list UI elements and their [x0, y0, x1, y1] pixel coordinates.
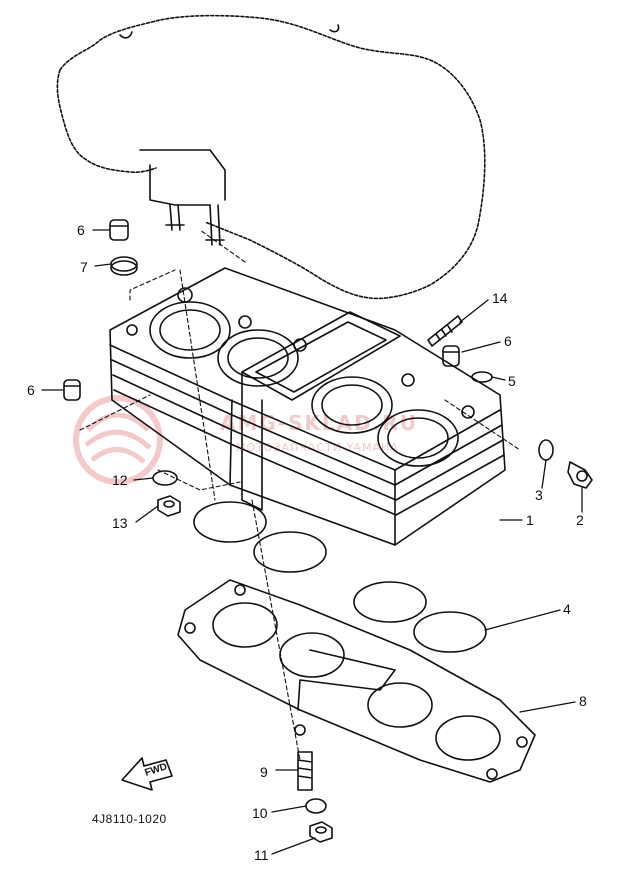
dowel-pin-upper	[109, 219, 129, 241]
callout-6-left: 6	[27, 382, 35, 398]
o-ring-small-right	[471, 371, 493, 383]
stud-bolt-upper	[427, 315, 463, 347]
callout-1: 1	[526, 512, 534, 528]
watermark-logo-ring	[73, 395, 163, 485]
callout-6-upper: 6	[77, 222, 85, 238]
callout-3: 3	[535, 487, 543, 503]
callout-10: 10	[252, 805, 268, 821]
callout-6-right: 6	[504, 333, 512, 349]
watermark: AMG-SKLAD.RU МОТОЗАПЧАСТИ YAMAHA	[73, 395, 416, 485]
callout-2: 2	[576, 512, 584, 528]
washer-right	[538, 439, 554, 461]
o-ring-4	[413, 611, 487, 653]
callout-14: 14	[492, 290, 508, 306]
o-ring-3	[353, 581, 427, 623]
stud-bolt-lower	[297, 751, 313, 791]
cylinder-gasket	[177, 579, 536, 783]
cylinder-block	[109, 267, 506, 546]
o-ring-2	[253, 531, 327, 573]
crankcase-outline	[56, 14, 486, 300]
plug-right	[567, 461, 593, 489]
watermark-logo-wing	[84, 412, 152, 464]
callout-8: 8	[579, 693, 587, 709]
dowel-pin-right	[442, 345, 460, 367]
callout-5: 5	[508, 373, 516, 389]
callouts: 1 2 3 4 5 6 6 6 7 8 9 10 11 12 13 14	[27, 222, 587, 863]
o-ring-1	[193, 501, 267, 543]
leader-lines	[41, 229, 583, 855]
nut-lower	[309, 821, 333, 843]
crankcase-studs	[165, 204, 225, 246]
callout-4: 4	[563, 601, 571, 617]
callout-13: 13	[112, 515, 128, 531]
o-ring-small-upper	[110, 256, 138, 272]
assembly-lines	[79, 229, 521, 761]
nut-left	[157, 495, 181, 517]
fwd-arrow-icon	[121, 757, 173, 791]
callout-9: 9	[260, 764, 268, 780]
part-code: 4J8110-1020	[92, 812, 167, 826]
crankcase-bosses	[119, 24, 340, 206]
callout-11: 11	[254, 847, 269, 863]
callout-12: 12	[112, 472, 128, 488]
fwd-label: FWD	[144, 761, 169, 779]
dowel-pin-left	[63, 379, 81, 401]
washer-lower	[305, 798, 327, 814]
watermark-subtitle: МОТОЗАПЧАСТИ YAMAHA	[236, 441, 399, 454]
callout-7: 7	[80, 259, 88, 275]
